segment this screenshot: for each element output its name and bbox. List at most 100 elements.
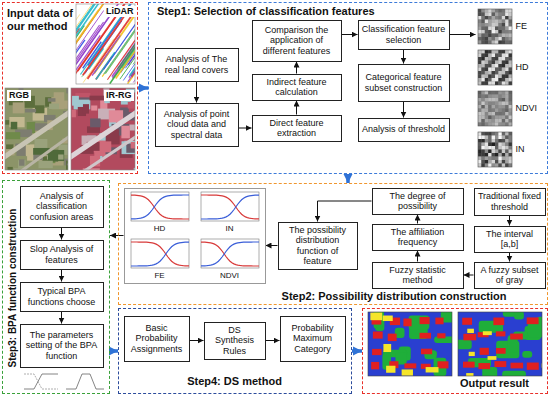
- flow-arrow: [239, 128, 252, 129]
- chart-label: IN: [195, 224, 265, 236]
- panel-heading-holder: Step4: DS method: [119, 375, 350, 388]
- process-box: Categorical feature subset construction: [358, 64, 450, 102]
- flow-arrow: [266, 340, 280, 341]
- image-label-holder: IR-RG: [104, 90, 134, 101]
- chart-axes: [201, 239, 259, 268]
- panel-title: Input data of our method: [7, 7, 77, 32]
- flow-arrow: [190, 340, 204, 341]
- image-rgb: [5, 88, 68, 170]
- box-label: Direct feature extraction: [256, 118, 338, 139]
- flow-arrow: [61, 312, 62, 324]
- chart-curve: [201, 242, 259, 266]
- panel-title: Output result: [443, 377, 546, 390]
- process-box: Fuzzy statistic method: [372, 262, 464, 289]
- box-label: Typical BPA functions choose: [24, 286, 100, 307]
- image-frame: [76, 4, 135, 84]
- process-box: A fuzzy subset of gray: [474, 262, 546, 289]
- image-frame: [71, 88, 135, 170]
- chart-curve: [131, 242, 189, 266]
- image-label: LiDAR: [104, 6, 136, 17]
- panel-heading-holder: Input data of our method: [7, 7, 77, 32]
- box-label: The possibility distribution function of…: [282, 225, 354, 266]
- process-box: The degree of possibility: [372, 188, 464, 215]
- chart-curve: [201, 195, 259, 219]
- process-box: Analysis of point cloud data and spectra…: [155, 103, 239, 147]
- flow-arrow: [110, 235, 124, 236]
- stage-arrow: [352, 349, 362, 353]
- chart-curve: [131, 195, 189, 219]
- chart-curve: [131, 242, 189, 266]
- image-frame: [458, 312, 542, 376]
- chart-axes: [201, 192, 259, 221]
- flow-arrow: [403, 102, 404, 118]
- process-box: Direct feature extraction: [252, 115, 342, 142]
- process-box: Probability Maximum Category: [280, 316, 346, 362]
- box-label: Categorical feature subset construction: [362, 72, 446, 93]
- image-frame: [478, 91, 512, 126]
- chart-axes: [131, 192, 189, 221]
- box-label: Comparison the application of different …: [256, 25, 338, 56]
- image-label-holder: LiDAR: [104, 6, 136, 17]
- box-label: Classification feature selection: [362, 24, 446, 45]
- step-panel: Output result: [362, 308, 548, 394]
- process-box: The parameters setting of the BPA functi…: [20, 324, 104, 368]
- panel-heading-holder: Step2: Possibility distribution construc…: [249, 290, 539, 303]
- chart-ground: [124, 188, 266, 284]
- image-label-holder: RGB: [7, 90, 31, 101]
- box-label: DS Synthesis Rules: [208, 325, 262, 356]
- panel-heading-holder: Step3: BPA function construction: [6, 188, 20, 388]
- image-feat2: [478, 91, 512, 126]
- panel-title: Step1: Selection of classification featu…: [157, 5, 457, 18]
- panel-title: Step4: DS method: [119, 375, 350, 388]
- chart-curve: [131, 195, 189, 219]
- process-box: Indirect feature calculation: [252, 74, 342, 101]
- image-label: RGB: [7, 90, 31, 101]
- image-feat3: [478, 132, 512, 167]
- flow-arrow: [509, 216, 510, 226]
- box-label: A fuzzy subset of gray: [478, 265, 542, 286]
- panel-title: Step3: BPA function construction: [6, 188, 20, 388]
- process-box: The affiliation frequency: [372, 224, 464, 251]
- step-panel: Input data of our method: [2, 2, 138, 174]
- box-label: Slop Analysis of features: [24, 244, 100, 265]
- flow-arrow: [266, 245, 278, 246]
- box-label: The interval [a,b]: [478, 229, 542, 250]
- process-box: Comparison the application of different …: [252, 20, 342, 62]
- panel-heading-holder: Output result: [443, 377, 546, 390]
- flow-arrow: [296, 101, 297, 115]
- panel-heading-holder: Step1: Selection of classification featu…: [157, 5, 457, 18]
- flow-arrow: [296, 62, 297, 74]
- image-label: IR-RG: [104, 90, 134, 101]
- box-label: Indirect feature calculation: [256, 77, 338, 98]
- image-frame: [368, 312, 452, 376]
- process-box: Analysis of classification confusion are…: [20, 186, 104, 228]
- process-box: Analysis of threshold: [358, 118, 450, 142]
- bpa-sketch: [66, 374, 104, 389]
- flow-arrow: [464, 275, 474, 276]
- box-label: Basic Probability Assignments: [128, 323, 186, 354]
- process-box: Traditional fixed threshold: [474, 188, 546, 216]
- process-box: The possibility distribution function of…: [278, 222, 358, 270]
- box-label: Analysis of The real land covers: [159, 54, 235, 75]
- panel-title: Step2: Possibility distribution construc…: [249, 290, 539, 303]
- image-frame: [478, 132, 512, 167]
- possibility-chart-panel: HDINFENDVI: [124, 188, 266, 284]
- flow-arrow: [318, 201, 372, 222]
- step-panel: Step1: Selection of classification featu…: [148, 2, 548, 174]
- chart-label: HD: [125, 224, 195, 236]
- process-box: Analysis of The real land covers: [155, 48, 239, 82]
- image-feat0: [478, 9, 512, 44]
- step-panel: Step4: DS method Basic Probability Assign…: [118, 308, 352, 394]
- flow-arrow: [509, 253, 510, 262]
- step-panel: Step2: Possibility distribution construc…: [118, 183, 548, 305]
- chart-curve: [201, 195, 259, 219]
- image-lidar: [76, 4, 135, 84]
- flow-arrow: [417, 215, 418, 224]
- image-out1: [368, 312, 452, 376]
- box-label: The parameters setting of the BPA functi…: [24, 330, 100, 361]
- flow-arrow: [61, 228, 62, 240]
- chart-curve: [201, 242, 259, 266]
- process-box: The interval [a,b]: [474, 226, 546, 253]
- flow-arrow: [417, 251, 418, 262]
